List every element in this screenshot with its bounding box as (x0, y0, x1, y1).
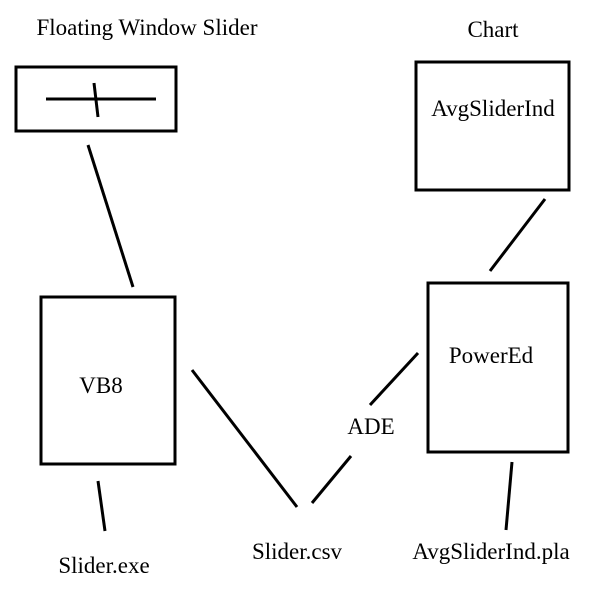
vb8-box-frame (39, 295, 177, 466)
vb8-label: VB8 (79, 373, 122, 398)
poweredit-label: PowerEd (449, 343, 534, 368)
chart-box: AvgSliderInd (414, 60, 571, 192)
edge-poweredit-to-ade (368, 351, 420, 407)
edge-vb8-to-slider-csv (190, 369, 299, 508)
slider-widget (14, 65, 178, 133)
slider-window-title: Floating Window Slider (37, 15, 258, 40)
edge-chart-to-poweredit (488, 198, 547, 272)
vb8-box: VB8 (39, 295, 177, 466)
edge-slider-to-vb8 (86, 144, 135, 288)
slider-thumb (92, 82, 100, 118)
chart-box-label: AvgSliderInd (431, 96, 555, 121)
poweredit-box: PowerEd (426, 281, 570, 454)
chart-box-frame (414, 60, 571, 192)
ade-label: ADE (347, 414, 394, 439)
poweredit-box-frame (426, 281, 570, 454)
edge-ade-to-slider-csv (310, 455, 353, 504)
edge-poweredit-to-pla (504, 461, 514, 531)
chart-title: Chart (467, 17, 519, 42)
edge-vb8-to-slider-exe (96, 480, 107, 532)
avg-pla-label: AvgSliderInd.pla (412, 539, 569, 564)
slider-csv-label: Slider.csv (252, 539, 343, 564)
slider-exe-label: Slider.exe (58, 553, 149, 578)
